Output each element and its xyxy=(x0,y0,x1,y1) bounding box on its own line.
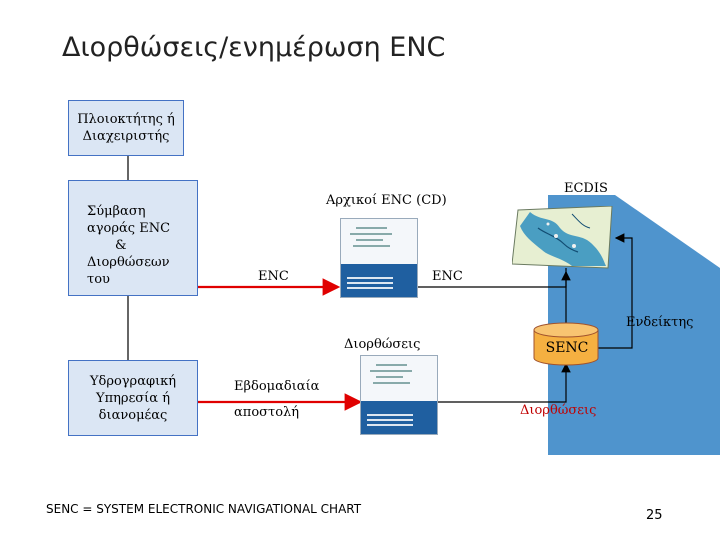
contract-line-4: Διορθώσεων xyxy=(87,255,170,270)
dispatch-label: αποστολή xyxy=(234,405,300,420)
initial-enc-label: Αρχικοί ENC (CD) xyxy=(326,193,447,208)
contract-line-3: & xyxy=(115,238,127,253)
contract-box: Σύμβαση αγοράς ENC & Διορθώσεων του xyxy=(68,180,198,296)
owner-box: Πλοιοκτήτης ή Διαχειριστής xyxy=(68,100,184,156)
contract-line-1: Σύμβαση xyxy=(87,204,146,219)
hydro-line-2: Υπηρεσία ή xyxy=(96,391,170,406)
initial-enc-cd-image xyxy=(340,218,418,298)
enc-right-label: ENC xyxy=(432,269,463,284)
senc-definition-note: SENC = SYSTEM ELECTRONIC NAVIGATIONAL CH… xyxy=(46,502,362,516)
hydro-line-3: διανομέας xyxy=(98,408,168,423)
corrections-to-senc-line xyxy=(438,362,571,403)
senc-label: SENC xyxy=(545,340,589,356)
owner-line-1: Πλοιοκτήτης ή xyxy=(77,112,175,127)
hydrographic-box: Υδρογραφική Υπηρεσία ή διανομέας xyxy=(68,360,198,436)
contract-line-5: του xyxy=(87,272,110,287)
hydro-line-1: Υδρογραφική xyxy=(89,374,177,389)
ecdis-map-image xyxy=(512,206,613,269)
contract-line-2: αγοράς ENC xyxy=(87,221,171,236)
senc-cylinder xyxy=(533,322,599,366)
corrections-red-label: Διορθώσεις xyxy=(520,403,597,418)
slide-title: Διορθώσεις/ενημέρωση ENC xyxy=(62,32,446,63)
weekly-label: Εβδομαδιαία xyxy=(234,379,320,394)
weekly-corrections-cd-image xyxy=(360,355,438,435)
owner-line-2: Διαχειριστής xyxy=(82,129,170,144)
corrections-label: Διορθώσεις xyxy=(344,337,421,352)
page-number: 25 xyxy=(646,508,663,523)
enc-left-label: ENC xyxy=(258,269,289,284)
ecdis-label: ECDIS xyxy=(564,181,608,196)
indication-label: Ενδείκτης xyxy=(626,315,694,330)
indication-loop xyxy=(598,233,633,349)
